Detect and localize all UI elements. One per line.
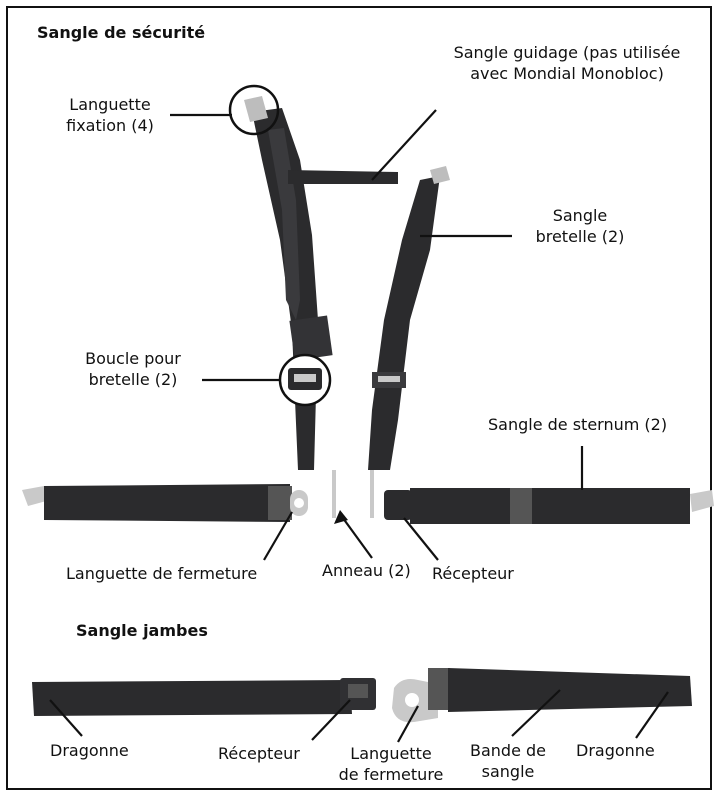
leg-strap-right [392, 668, 692, 722]
guide-strap-label: Sangle guidage (pas utilisée avec Mondia… [422, 42, 712, 84]
leader-guide-strap [372, 110, 436, 180]
left-sternum-strap [22, 484, 308, 522]
right-sternum-strap [384, 488, 714, 524]
receiver-label: Récepteur [432, 563, 514, 584]
leader-receiver [404, 518, 438, 560]
leg-dragonne-right-label: Dragonne [576, 740, 655, 761]
safety-strap-title: Sangle de sécurité [37, 22, 205, 43]
left-shoulder-strap [252, 108, 333, 470]
guide-strap [288, 170, 398, 184]
ring-label: Anneau (2) [322, 560, 411, 581]
sternum-strap-label: Sangle de sternum (2) [488, 414, 667, 435]
buckle-label: Boucle pour bretelle (2) [68, 348, 198, 390]
fixation-tab-label: Languette fixation (4) [50, 94, 170, 136]
strap-band-label: Bande de sangle [456, 740, 560, 782]
leg-latch-label: Languette de fermeture [332, 743, 450, 785]
leg-receiver-label: Récepteur [218, 743, 300, 764]
leg-dragonne-left-label: Dragonne [50, 740, 129, 761]
shoulder-strap-label: Sangle bretelle (2) [515, 205, 645, 247]
leg-strap-title: Sangle jambes [76, 620, 208, 641]
shoulder-buckle-highlight [280, 355, 330, 405]
right-shoulder-strap [368, 166, 450, 470]
latch-tab-label: Languette de fermeture [66, 563, 257, 584]
leg-strap-left [32, 678, 376, 716]
